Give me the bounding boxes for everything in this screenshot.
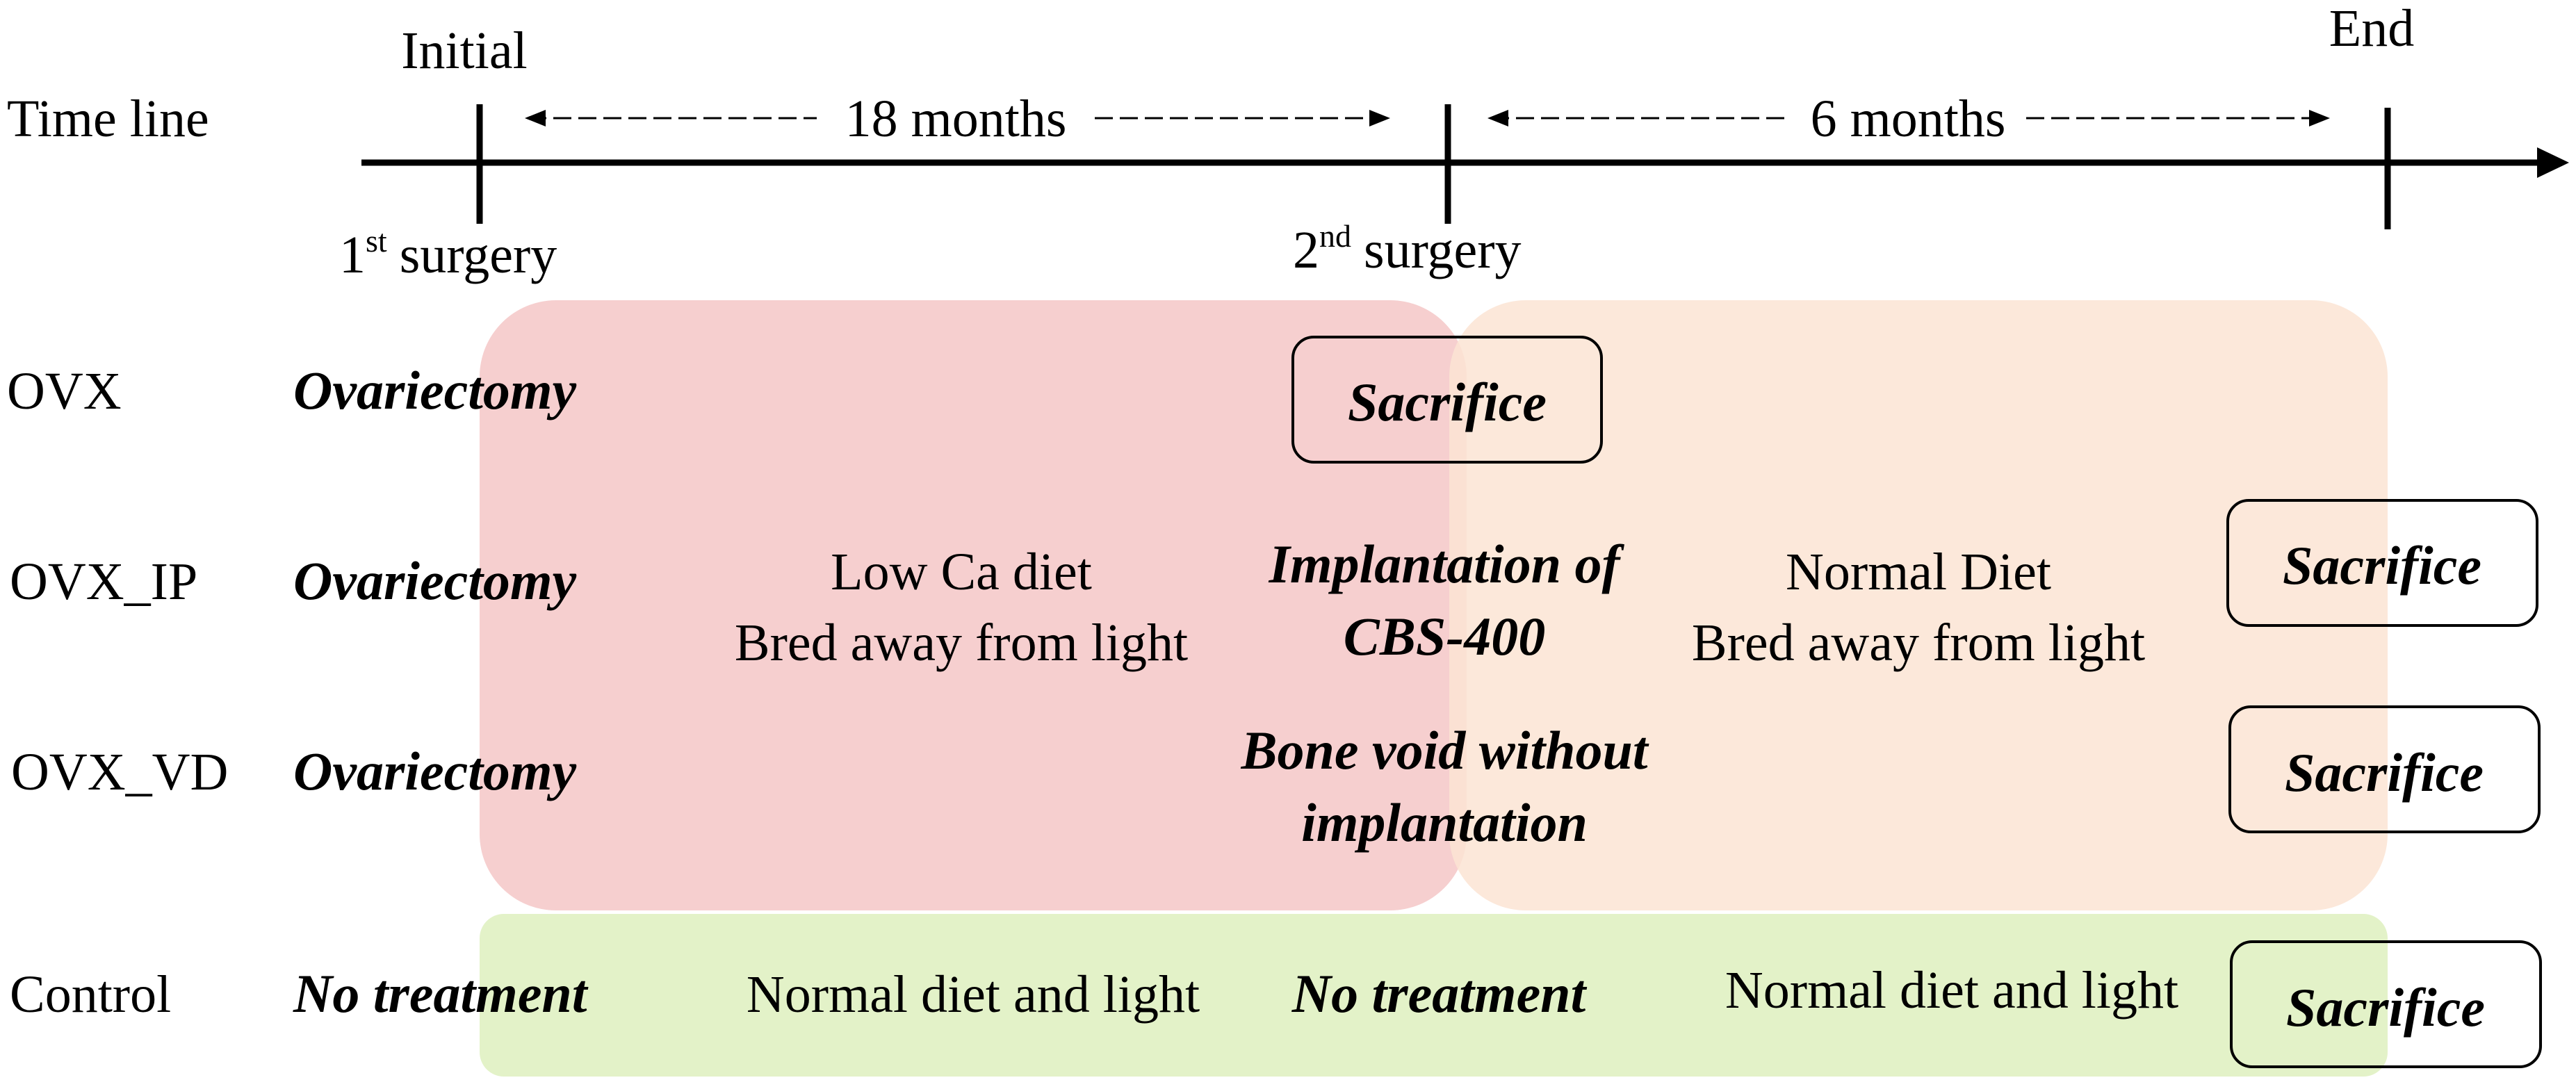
span2-arrowhead-right: [2309, 110, 2330, 126]
second-surgery-label: 2nd surgery: [1293, 218, 1522, 279]
phase1-diet-line2: Bred away from light: [735, 614, 1188, 672]
sacrifice-box-control: [2230, 940, 2542, 1068]
group-ovx-ip: OVX_IP: [10, 553, 197, 611]
first-surgery-word: surgery: [400, 226, 557, 284]
phase2-diet-line1: Normal Diet: [1786, 543, 2051, 601]
group-ovx: OVX: [7, 362, 122, 420]
first-step-ovx: Ovariectomy: [293, 360, 577, 420]
first-step-ovx-ip: Ovariectomy: [293, 550, 577, 611]
span1-label: 18 months: [845, 90, 1067, 148]
span1-arrowhead-right: [1369, 110, 1390, 126]
second-step-ovx-ip-line1: Implantation of: [1269, 534, 1625, 594]
second-step-ovx-ip-line2: CBS-400: [1344, 606, 1545, 666]
sacrifice-box-ovx-vd: [2228, 705, 2541, 833]
group-control: Control: [10, 965, 171, 1024]
second-step-ovx-vd-line1: Bone void without: [1240, 720, 1649, 780]
phase1-control-diet: Normal diet and light: [747, 965, 1200, 1024]
phase1-region: [480, 300, 1467, 910]
phase2-region: [1449, 300, 2388, 910]
span1-arrowhead-left: [525, 110, 546, 126]
first-surgery-suffix: st: [366, 223, 387, 259]
end-step-control: Sacrifice: [2286, 977, 2485, 1038]
end-step-ovx-ip: Sacrifice: [2283, 535, 2481, 596]
span2-label: 6 months: [1811, 90, 2006, 148]
first-step-control: No treatment: [293, 963, 589, 1024]
second-surgery-word: surgery: [1364, 221, 1522, 279]
phase2-control-diet: Normal diet and light: [1725, 961, 2178, 1020]
control-region: [480, 914, 2388, 1077]
sacrifice-box-ovx: [1291, 336, 1603, 464]
end-label: End: [2329, 0, 2414, 58]
first-surgery-ordinal: 1: [339, 226, 366, 284]
span2-arrowhead-left: [1487, 110, 1508, 126]
phase2-diet-line2: Bred away from light: [1692, 614, 2145, 672]
second-surgery-ordinal: 2: [1293, 221, 1319, 279]
group-ovx-vd: OVX_VD: [11, 743, 228, 801]
second-step-control: No treatment: [1291, 963, 1588, 1024]
timeline-arrowhead: [2537, 147, 2569, 178]
timeline-label: Time line: [7, 90, 209, 148]
second-step-ovx: Sacrifice: [1348, 372, 1547, 432]
first-surgery-label: 1st surgery: [339, 223, 557, 284]
initial-label: Initial: [401, 22, 528, 80]
second-step-ovx-vd-line2: implantation: [1301, 792, 1588, 853]
end-step-ovx-vd: Sacrifice: [2285, 742, 2484, 803]
phase1-diet-line1: Low Ca diet: [831, 543, 1092, 601]
second-surgery-suffix: nd: [1319, 218, 1351, 254]
sacrifice-box-ovx-ip: [2226, 499, 2538, 627]
first-step-ovx-vd: Ovariectomy: [293, 741, 577, 801]
